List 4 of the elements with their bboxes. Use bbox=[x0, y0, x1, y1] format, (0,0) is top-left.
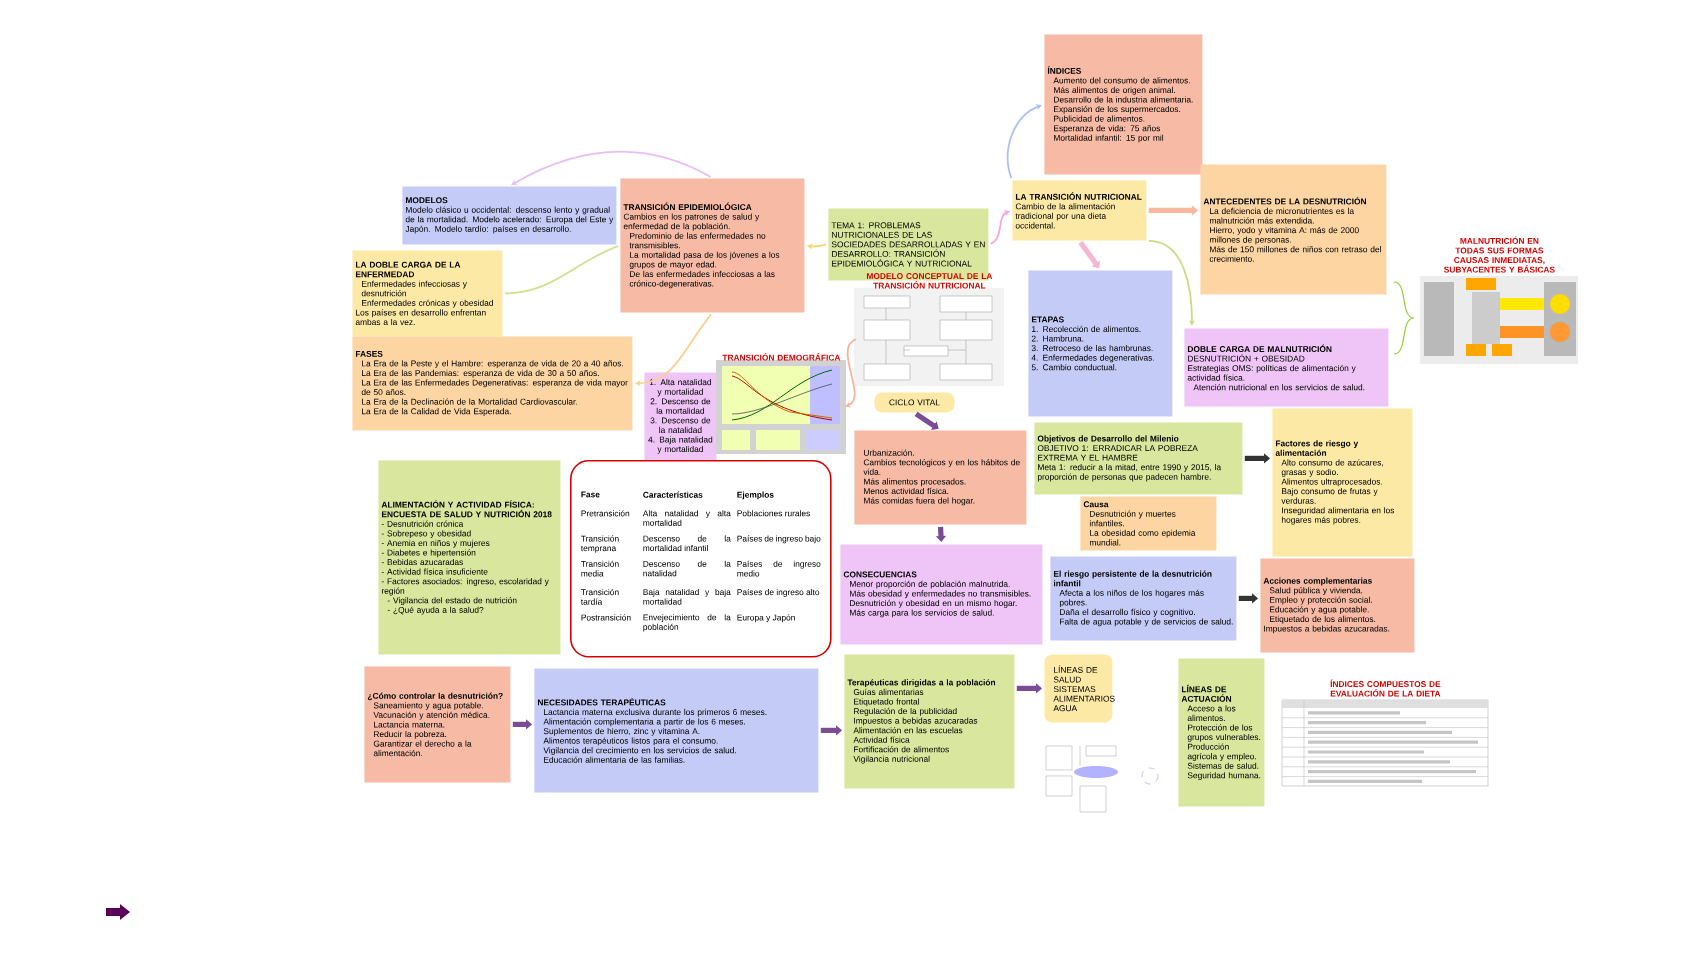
arrow bbox=[1147, 239, 1196, 326]
arrow bbox=[914, 411, 939, 430]
arrow bbox=[511, 150, 712, 185]
arrow bbox=[1078, 240, 1100, 269]
